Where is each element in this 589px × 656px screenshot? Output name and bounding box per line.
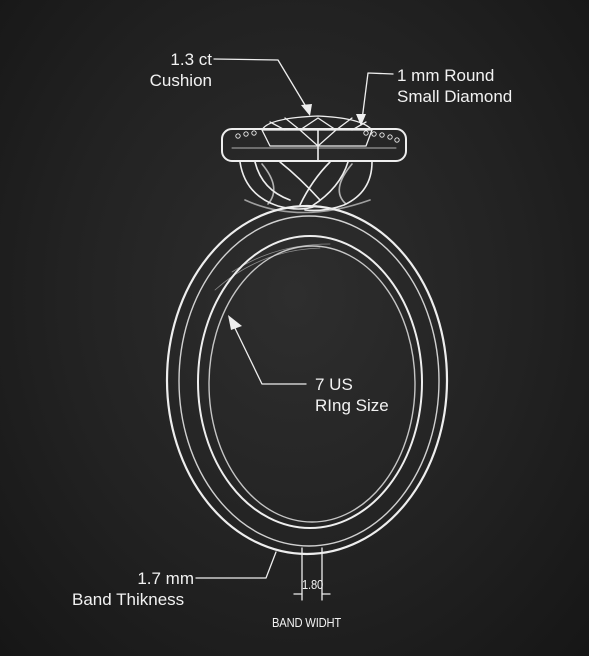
band-inner-edge (197, 235, 423, 529)
halo-small-diamonds (235, 130, 400, 143)
band-outer-edge (165, 204, 449, 556)
accent-size: 1 mm Round (397, 66, 495, 85)
band-width-label: BAND WIDHT (272, 615, 342, 630)
stone-label: 1.3 ct Cushion (136, 49, 212, 91)
ring-size-caption: RIng Size (315, 396, 389, 415)
band-hatch (214, 243, 331, 291)
band-outer-inner-edge (178, 215, 440, 547)
halo-setting (221, 128, 407, 162)
stone-shape: Cushion (149, 71, 212, 90)
thickness-value: 1.7 mm (137, 569, 194, 588)
thickness-label: 1.7 mm Band Thikness (66, 568, 198, 610)
stone-leader (213, 58, 309, 111)
thickness-leader (195, 551, 277, 579)
ring-basket (239, 161, 373, 214)
ring-size-value: 7 US (315, 375, 353, 394)
accent-label: 1 mm Round Small Diamond (397, 65, 512, 107)
stone-carat: 1.3 ct (170, 50, 212, 69)
accent-type: Small Diamond (397, 87, 513, 106)
cushion-stone (261, 115, 373, 161)
leader-lines (195, 58, 394, 579)
band-inner-bevel (208, 245, 416, 523)
thickness-caption: Band Thikness (72, 590, 185, 609)
arrow-heads (228, 104, 366, 330)
accent-leader (361, 72, 394, 121)
size-leader (231, 321, 307, 385)
band-width-value: 1.80 (302, 577, 324, 592)
ring-size-label: 7 US RIng Size (315, 374, 389, 416)
band-width-dimension (293, 547, 331, 601)
